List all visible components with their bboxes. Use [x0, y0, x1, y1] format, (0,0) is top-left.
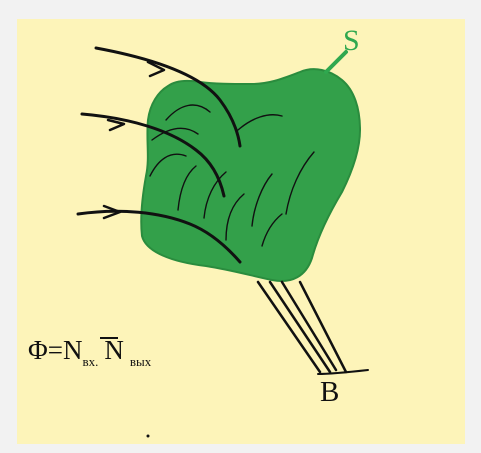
arrowhead-2 — [106, 118, 126, 132]
surface-s-pointer — [324, 50, 348, 74]
outgoing-line-1 — [256, 280, 322, 374]
arrowhead-1 — [146, 60, 166, 78]
outgoing-field-lines — [256, 280, 348, 374]
formula-equals: = — [47, 335, 63, 365]
outgoing-base-line — [317, 369, 369, 375]
surface-hatch-lines — [149, 104, 315, 247]
formula-sub-out: вых — [129, 354, 152, 369]
incoming-line-2 — [80, 112, 226, 198]
outgoing-line-2 — [268, 280, 332, 374]
formula-n-in: N — [62, 335, 83, 365]
formula-minus-bar — [100, 337, 119, 339]
arrowhead-3 — [102, 204, 122, 220]
stray-dot — [146, 434, 150, 438]
outgoing-line-3 — [280, 280, 338, 372]
incoming-line-1 — [94, 46, 242, 148]
incoming-field-lines — [76, 46, 242, 264]
surface-s-shape — [140, 68, 362, 282]
formula-n-out: N — [104, 335, 124, 365]
outgoing-line-4 — [298, 280, 348, 374]
field-label: B — [320, 376, 340, 408]
surface-label: S — [343, 24, 360, 57]
flux-symbol: Φ — [28, 335, 48, 365]
formula-sub-in: вх. — [82, 354, 99, 369]
incoming-line-3 — [76, 209, 242, 264]
incoming-arrowheads — [102, 60, 166, 220]
